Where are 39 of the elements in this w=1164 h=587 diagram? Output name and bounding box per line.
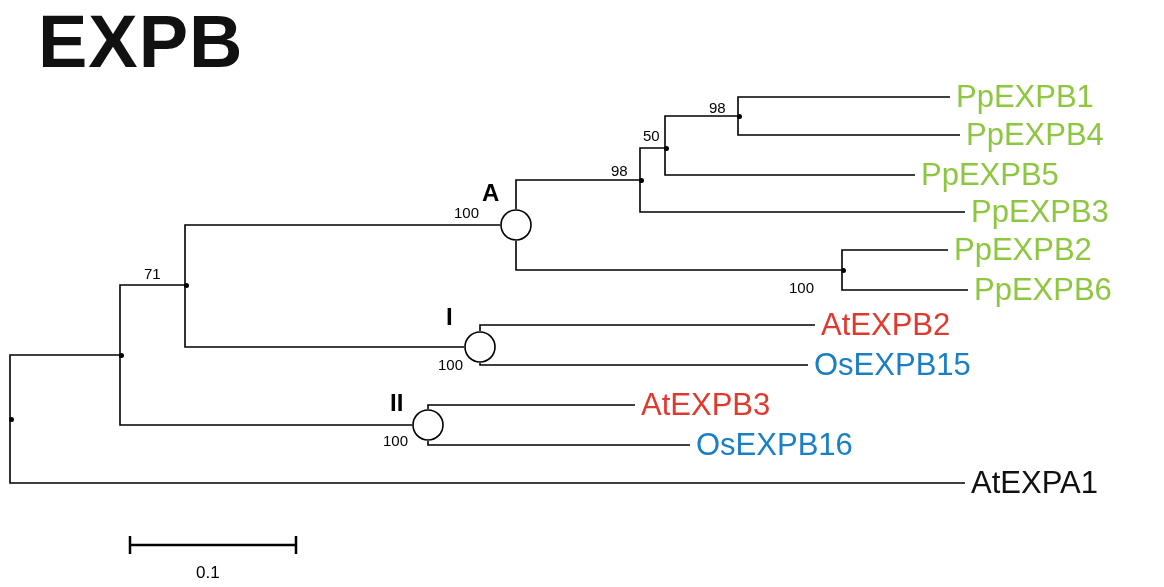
bootstrap-value: 50 bbox=[643, 128, 660, 144]
tree-branch bbox=[184, 224, 501, 286]
bootstrap-value: 100 bbox=[383, 433, 409, 449]
leaf-label: PpEXPB4 bbox=[960, 118, 1104, 152]
tree-branch bbox=[479, 362, 809, 366]
branch-point bbox=[118, 352, 124, 358]
leaf-label: OsEXPB15 bbox=[808, 348, 971, 382]
bootstrap-value: 100 bbox=[454, 205, 480, 221]
leaf-label: PpEXPB6 bbox=[968, 273, 1112, 307]
branch-point bbox=[8, 416, 14, 422]
leaf-label: AtEXPB2 bbox=[815, 308, 951, 342]
tree-branch bbox=[427, 404, 636, 410]
tree-branch bbox=[479, 324, 816, 332]
bootstrap-value: 71 bbox=[144, 266, 161, 282]
tree-branch bbox=[119, 284, 186, 356]
scale-label: 0.1 bbox=[196, 565, 220, 581]
leaf-label: PpEXPB3 bbox=[965, 195, 1109, 229]
clade-label: I bbox=[446, 305, 453, 329]
leaf-label: OsEXPB16 bbox=[690, 428, 853, 462]
title: EXPB bbox=[38, 0, 244, 84]
leaf-label: AtEXPB3 bbox=[635, 388, 771, 422]
tree-branch bbox=[515, 240, 843, 271]
bootstrap-value: 98 bbox=[611, 163, 628, 179]
bootstrap-value: 98 bbox=[709, 100, 726, 116]
tree-branch bbox=[664, 115, 739, 149]
leaf-label: PpEXPB2 bbox=[948, 233, 1092, 267]
clade-label: A bbox=[482, 181, 500, 205]
tree-branch bbox=[427, 440, 691, 446]
tree-branch bbox=[841, 249, 949, 271]
clade-label: II bbox=[390, 391, 404, 415]
tree-branch bbox=[639, 147, 666, 181]
bootstrap-value: 100 bbox=[789, 280, 815, 296]
leaf-label: AtEXPA1 bbox=[965, 466, 1098, 500]
tree-branch bbox=[737, 96, 951, 117]
leaf-label: PpEXPB1 bbox=[950, 80, 1094, 114]
bootstrap-value: 100 bbox=[438, 357, 464, 373]
leaf-label: PpEXPB5 bbox=[915, 158, 1059, 192]
tree-branch bbox=[515, 179, 641, 210]
tree-branch bbox=[9, 354, 121, 420]
